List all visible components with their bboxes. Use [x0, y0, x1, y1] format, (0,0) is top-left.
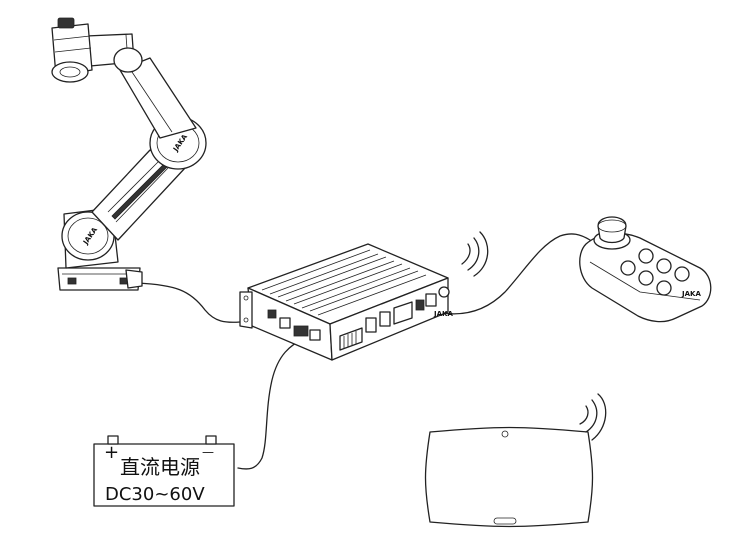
robot-arm: JAKA JAKA	[51, 17, 207, 291]
positive-symbol: +	[104, 442, 119, 463]
joystick-knob	[597, 216, 627, 244]
cabinet-wifi-icon	[461, 231, 489, 277]
pendant-button-3	[620, 260, 636, 276]
power-supply-spec: DC30~60V	[105, 484, 205, 505]
positive-terminal	[107, 435, 119, 445]
pendant-button-2	[656, 258, 672, 274]
left-connector-3	[309, 329, 321, 341]
pendant-connector	[415, 299, 425, 311]
pendant-button-6	[674, 266, 690, 282]
mounting-flange	[239, 291, 253, 329]
power-button	[438, 286, 450, 298]
tablet-wifi-icon	[579, 393, 607, 441]
pendant-button-4	[638, 270, 654, 286]
power-supply-box	[93, 443, 235, 507]
negative-symbol: —	[202, 445, 214, 459]
control-cabinet: JAKA	[239, 243, 453, 361]
ethernet-port-2	[379, 311, 391, 327]
ethernet-port-1	[365, 317, 377, 333]
tablet-body	[424, 426, 594, 528]
teach-pendant: JAKA	[579, 216, 712, 323]
robot-base	[57, 267, 141, 291]
pendant-button-5	[656, 280, 672, 296]
negative-terminal	[205, 435, 217, 445]
front-port	[425, 293, 437, 307]
wrist-joint	[113, 47, 143, 73]
power-cable	[237, 337, 306, 470]
tablet	[424, 426, 594, 528]
power-connector	[293, 325, 309, 337]
pendant-brand: JAKA	[681, 290, 701, 298]
dc-power-supply: + — 直流电源 DC30~60V	[93, 435, 235, 507]
pendant-buttons	[620, 248, 690, 296]
heatsink-fins	[261, 249, 427, 316]
tablet-camera	[501, 430, 509, 438]
left-connector-2	[279, 317, 291, 329]
front-terminal-block	[339, 327, 363, 351]
tablet-home-button	[493, 517, 517, 525]
pendant-button-1	[638, 248, 654, 264]
teach-pendant-cable	[431, 233, 591, 315]
power-supply-name: 直流电源	[120, 455, 200, 479]
left-connector-1	[267, 309, 277, 319]
cabinet-brand: JAKA	[433, 310, 453, 318]
db-connector	[393, 301, 413, 325]
